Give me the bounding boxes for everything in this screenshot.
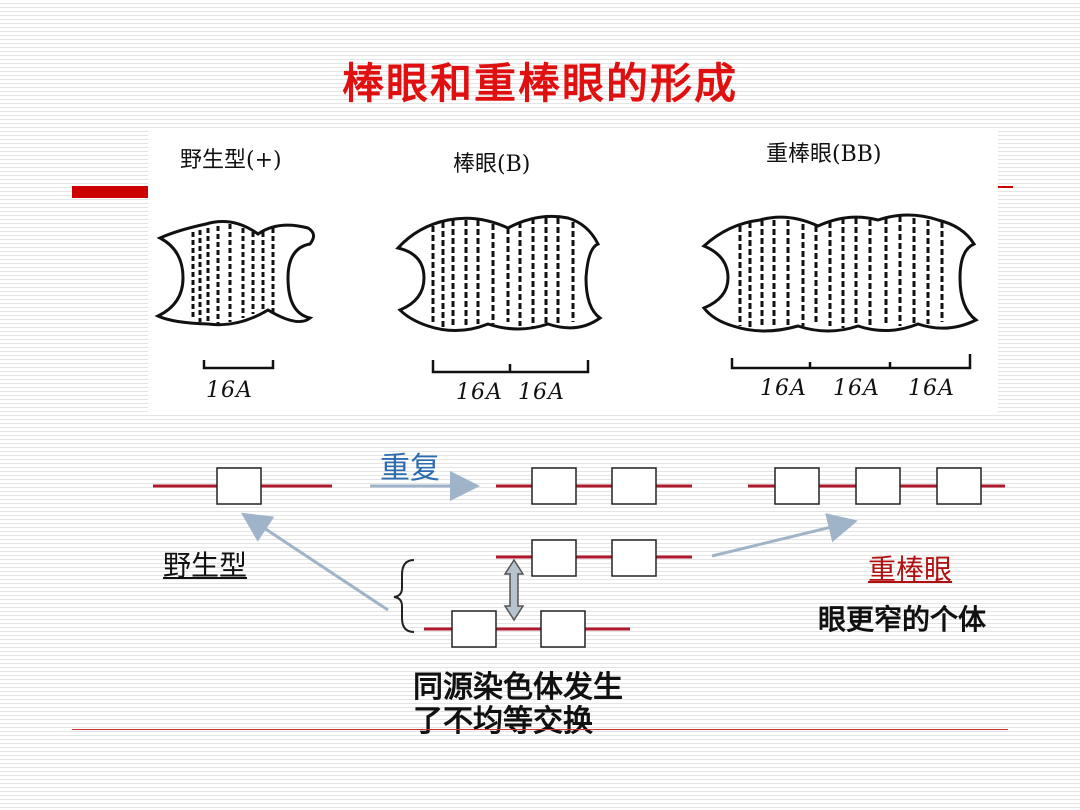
double-bar-label: 重棒眼	[868, 553, 953, 586]
scale-label: 16A	[518, 380, 565, 405]
crossover-arrow	[503, 558, 525, 622]
double-bar-band	[701, 213, 979, 333]
scale-label: 16A	[833, 376, 880, 401]
gene-segment	[531, 467, 577, 505]
bar-eye-band	[395, 214, 603, 332]
wild-type-figure-label: 野生型(+)	[180, 148, 282, 173]
band-drawings	[154, 213, 979, 374]
to-double-bar-arrow	[711, 513, 858, 558]
gene-segment	[611, 539, 657, 577]
unequal-crossing-line2: 了不均等交换	[413, 704, 593, 739]
gene-segment	[936, 467, 982, 505]
scale-label: 16A	[760, 376, 807, 401]
scale-label: 16A	[908, 376, 955, 401]
title-accent-line	[995, 186, 1013, 188]
page-title: 棒眼和重棒眼的形成	[341, 59, 738, 108]
wild-type-label: 野生型	[163, 549, 248, 582]
double-bar-figure-label: 重棒眼(BB)	[766, 142, 882, 167]
gene-segment	[451, 610, 497, 648]
to-wild-type-arrow	[240, 512, 389, 612]
scale-bars	[202, 354, 972, 374]
wild-type-band	[154, 220, 315, 327]
repeat-label: 重复	[380, 451, 440, 486]
scale-label: 16A	[206, 378, 253, 403]
title-accent-bar	[72, 186, 152, 198]
unequal-crossing-line1: 同源染色体发生	[413, 670, 623, 705]
unequal-crossing-label: 同源染色体发生 了不均等交换	[413, 671, 623, 739]
eye-band-figure: 野生型(+) 棒眼(B) 重棒眼(BB) 16A 16A 16A 16A 16A…	[148, 128, 998, 413]
gene-segment	[531, 539, 577, 577]
gene-segment	[216, 467, 262, 505]
gene-segment	[855, 467, 901, 505]
gene-segment	[540, 610, 586, 648]
footer-divider	[72, 729, 1008, 730]
bar-eye-figure-label: 棒眼(B)	[453, 152, 531, 177]
narrower-eye-label: 眼更窄的个体	[818, 603, 987, 636]
gene-segment	[611, 467, 657, 505]
gene-segment	[774, 467, 820, 505]
scale-label: 16A	[456, 380, 503, 405]
brace	[393, 559, 415, 633]
